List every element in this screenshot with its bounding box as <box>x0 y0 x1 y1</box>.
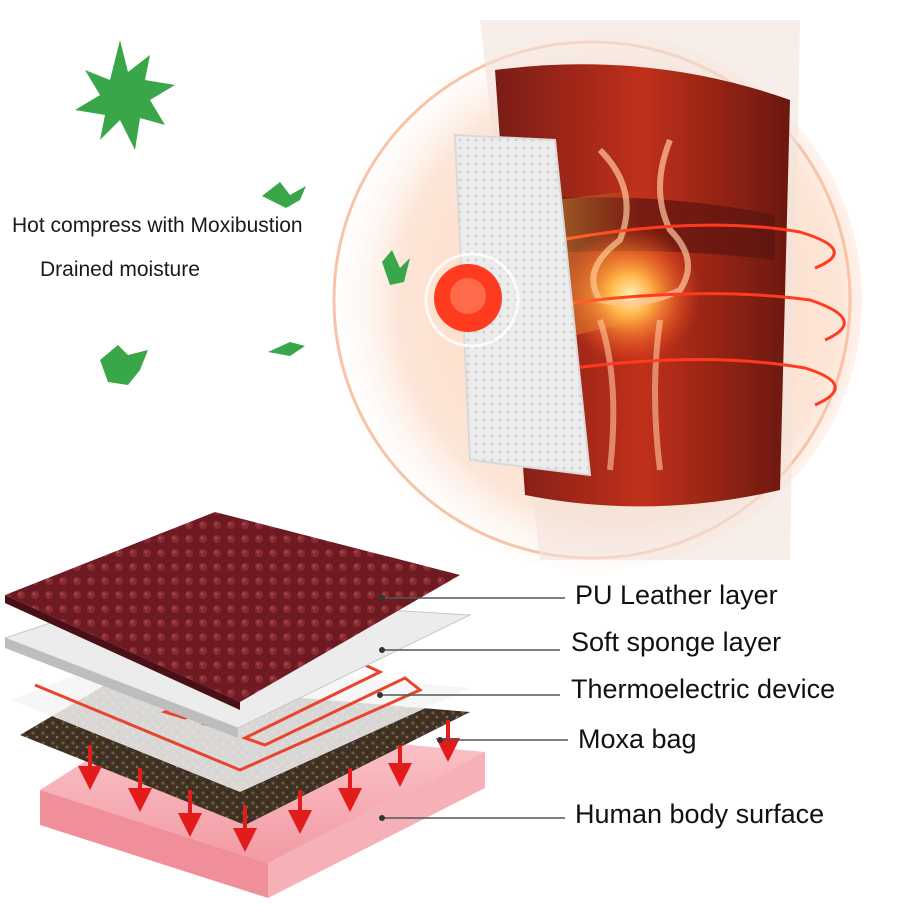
leaf-icon <box>75 40 175 150</box>
label-thermoelectric-device: Thermoelectric device <box>571 674 836 704</box>
patch-heat-ring <box>424 252 520 348</box>
leaf-icon <box>268 342 305 356</box>
leader-dots <box>377 595 443 821</box>
leaf-icon <box>100 345 148 385</box>
patch-heat-center <box>450 278 486 314</box>
body-surface-side <box>268 752 485 898</box>
label-moxa-bag: Moxa bag <box>578 724 697 754</box>
label-soft-sponge-layer: Soft sponge layer <box>571 627 782 657</box>
leader-lines <box>380 597 568 819</box>
layer-stack <box>3 512 485 898</box>
caption-drained-moisture: Drained moisture <box>40 258 200 281</box>
label-pu-leather-layer: PU Leather layer <box>575 580 778 610</box>
leather-top <box>5 512 460 702</box>
leaf-icon <box>382 250 410 285</box>
leather-edge <box>5 595 240 710</box>
leaf-icon <box>262 182 306 208</box>
heat-arrows <box>78 720 460 852</box>
shin-bone <box>597 319 663 471</box>
body-surface-front <box>40 790 268 898</box>
label-human-body-surface: Human body surface <box>575 799 825 829</box>
sponge-front <box>5 638 238 738</box>
moxa-patch <box>453 133 592 477</box>
caption-hot-compress: Hot compress with Moxibustion <box>12 214 303 237</box>
